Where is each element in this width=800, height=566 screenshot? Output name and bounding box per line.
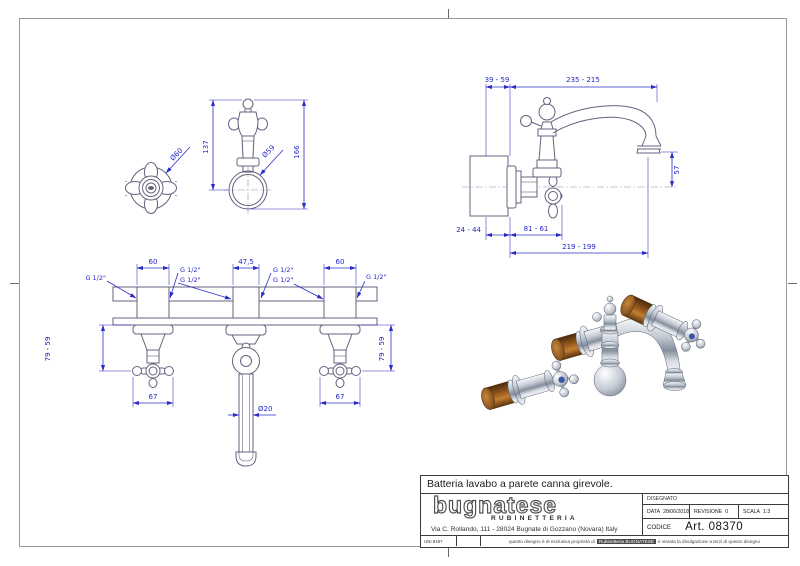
dim-side-235-215: 235 - 215	[566, 76, 600, 84]
codice-cell: CODICE Art. 08370	[647, 521, 744, 533]
disegnato-cell: DISEGNATO	[643, 494, 788, 505]
revisione-cell: REVISIONE 0	[689, 505, 738, 518]
dim-side-219-199: 219 - 199	[562, 243, 596, 251]
dim-span-right: 60	[336, 258, 345, 266]
dim-handle-right: 67	[336, 393, 345, 401]
dim-spout-166: 166	[293, 145, 301, 159]
company-cell: bugnatese RUBINETTERIA Via C. Rollando, …	[421, 492, 643, 535]
g-label-5: G 1/2"	[273, 276, 294, 284]
dim-span-left: 60	[149, 258, 158, 266]
dim-side-81-61: 81 - 61	[524, 225, 549, 233]
dim-side-57: 57	[673, 166, 681, 175]
view-side: 39 - 59 235 - 215 57 24 - 44 81 - 61 219…	[456, 76, 681, 258]
g-label-6: G 1/2"	[366, 273, 387, 281]
dim-handle-left: 67	[149, 393, 158, 401]
dim-handle-dia: Ø60	[169, 147, 185, 163]
center-tick-top	[448, 9, 449, 18]
dim-depth-left: 79 - 59	[44, 337, 52, 362]
dim-spout-137: 137	[202, 140, 210, 153]
view-spout-front: 137 166 Ø59	[202, 98, 308, 214]
article-code: Art. 08370	[685, 521, 744, 533]
company-address: Via C. Rollando, 111 - 28024 Bugnate di …	[431, 525, 618, 533]
g-label-1: G 1/2"	[85, 274, 106, 282]
company-logo: bugnatese	[432, 492, 558, 518]
center-tick-right	[788, 283, 797, 284]
company-logo-subtitle: RUBINETTERIA	[491, 515, 578, 522]
drawing-description: Batteria lavabo a parete canna girevole.	[421, 476, 788, 494]
view-handle-front: Ø60	[124, 147, 191, 214]
sheet-frame	[19, 18, 787, 547]
g-label-3: G 1/2"	[180, 276, 201, 284]
g-label-2: G 1/2"	[180, 266, 201, 274]
dim-span-center: 47,5	[238, 258, 254, 266]
property-notice: questo disegno è di esclusiva proprietà …	[508, 538, 761, 544]
g-label-4: G 1/2"	[273, 266, 294, 274]
data-cell: DATA 28/06/2018	[647, 508, 690, 515]
dim-depth-right: 79 - 59	[378, 337, 386, 362]
standard-cell: UNI 8187	[421, 536, 457, 546]
center-tick-bottom	[448, 548, 449, 557]
render-3d	[481, 294, 706, 410]
dim-side-24-44: 24 - 44	[456, 226, 481, 234]
title-block: Batteria lavabo a parete canna girevole.…	[420, 475, 789, 548]
empty-cell	[457, 536, 481, 546]
dim-spout-dia: Ø59	[261, 144, 277, 160]
dim-side-39-59: 39 - 59	[485, 76, 510, 84]
view-installation: 60 47,5 60 G 1/2" G 1/2" G 1/2" G 1/2" G…	[44, 258, 395, 467]
center-tick-left	[10, 283, 19, 284]
dim-tube-dia: Ø20	[258, 405, 272, 413]
scala-cell: SCALA 1:3	[738, 505, 788, 518]
